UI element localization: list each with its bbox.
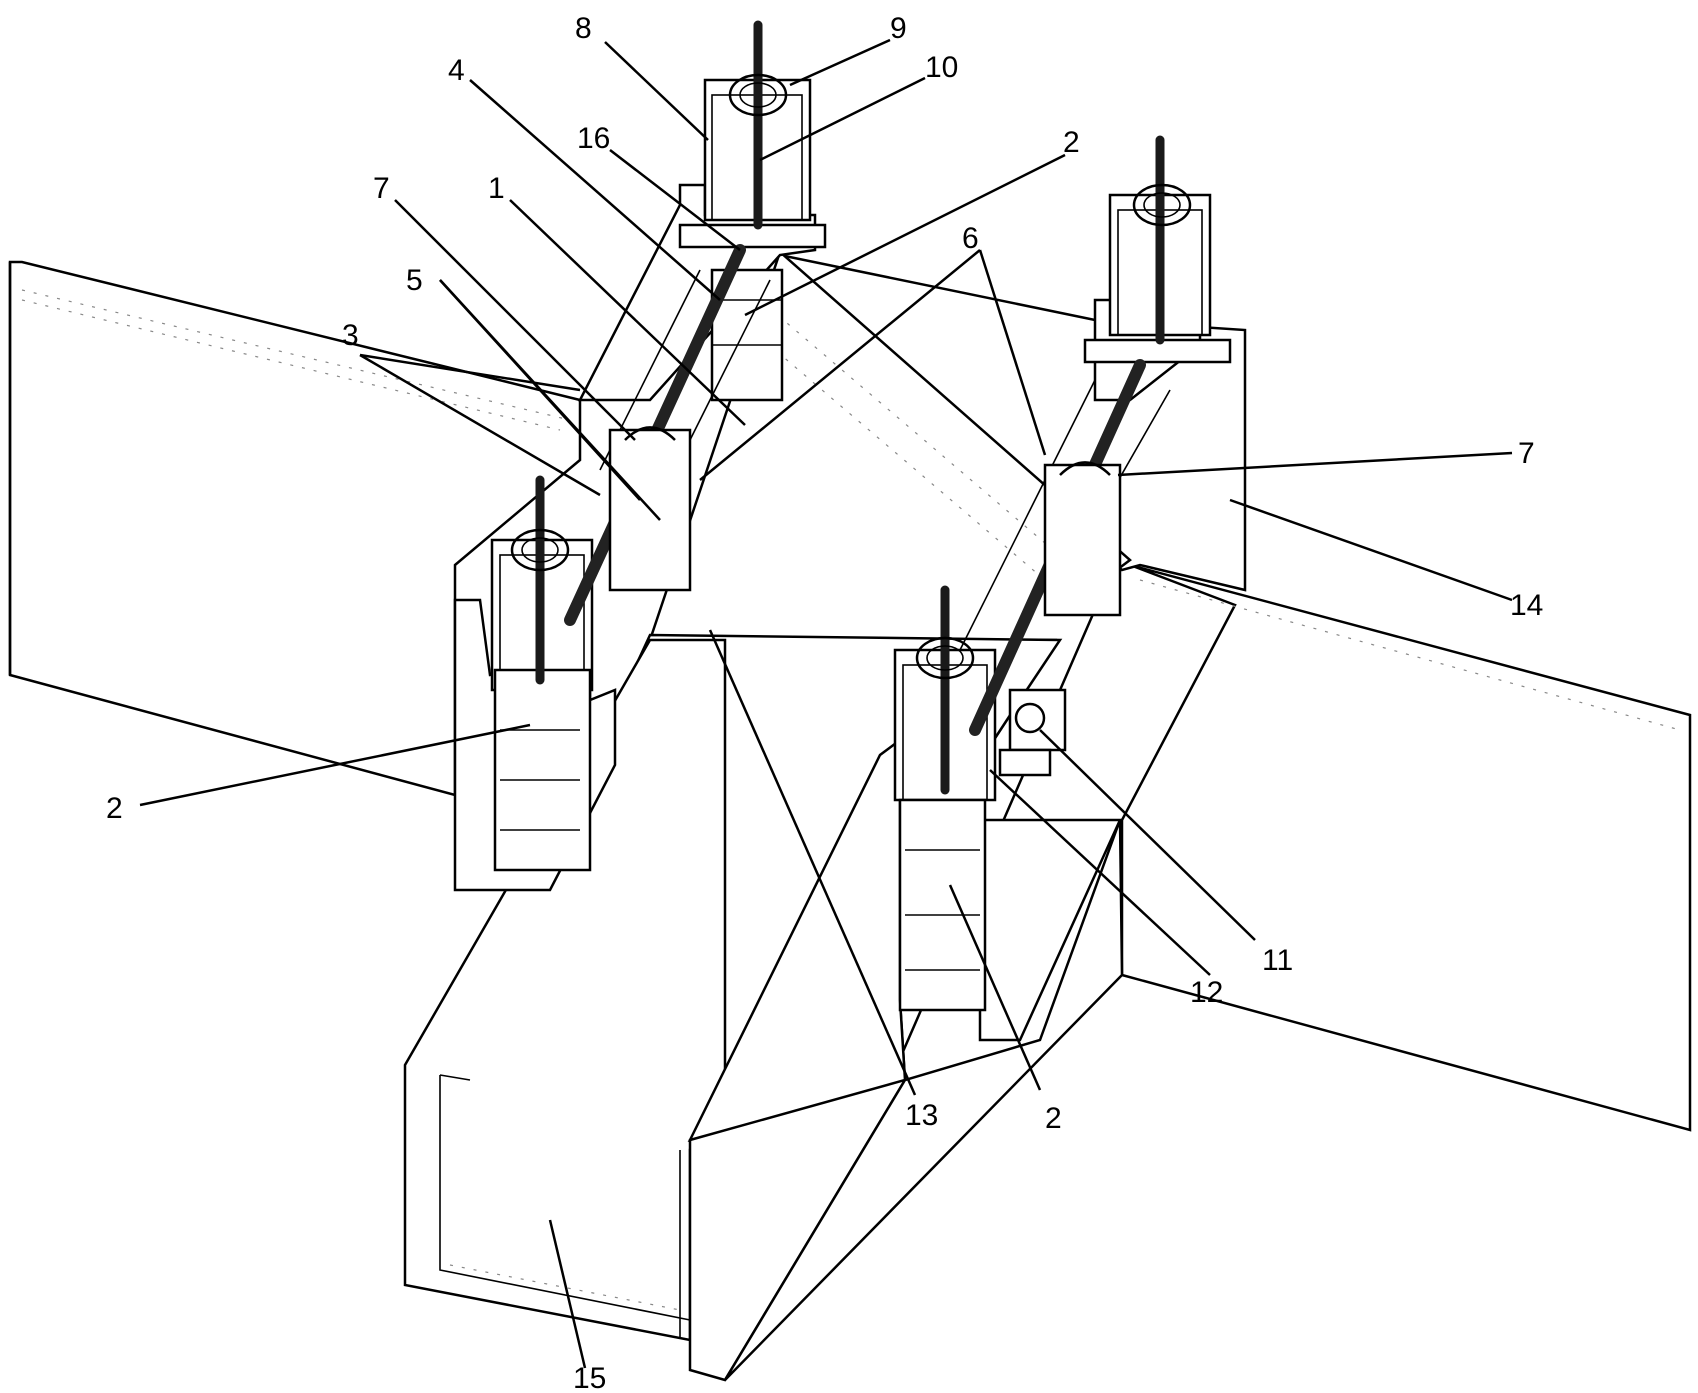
label-14: 14 [1510,589,1543,622]
right-front-block [687,737,1124,1381]
gate-right-back [1083,135,1232,364]
label-2-left: 2 [106,792,123,825]
label-13: 13 [905,1099,938,1132]
motor [998,688,1067,777]
label-16: 16 [577,122,610,155]
label-11: 11 [1262,944,1293,977]
label-8: 8 [575,12,592,45]
label-3: 3 [342,319,359,352]
gate-left-front [490,475,594,872]
gate-top [678,20,827,402]
label-6: 6 [962,222,979,255]
label-12: 12 [1190,976,1223,1009]
left-wall [8,260,582,797]
label-2-bottom: 2 [1045,1102,1062,1135]
label-7-right: 7 [1518,437,1535,470]
label-10: 10 [925,51,958,84]
label-5: 5 [406,264,423,297]
leader-lines [139,38,1513,1369]
label-7-left: 7 [373,172,390,205]
label-4: 4 [448,54,465,87]
label-1: 1 [488,172,505,205]
right-screw-assembly [959,359,1171,736]
label-15: 15 [573,1362,606,1393]
label-9: 9 [890,12,907,45]
gate-right-front [893,585,997,1012]
label-2-top: 2 [1063,126,1080,159]
part-labels: 8 9 10 4 16 2 7 1 6 5 3 7 14 2 11 12 13 … [106,12,1543,1393]
